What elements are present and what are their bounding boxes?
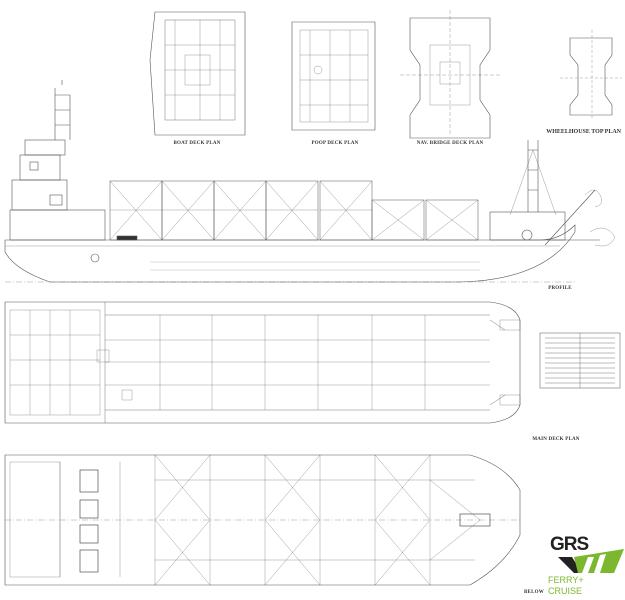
nav-bridge-deck-plan [400,10,500,139]
below-deck-plan-label: BELOW [524,590,544,595]
logo-line2: CRUISE [548,586,583,596]
below-deck-plan [4,454,521,586]
grs-ferry-cruise-logo: GRS FERRY+CRUISE [548,535,624,597]
main-deck-plan [4,301,621,424]
poop-deck-plan [291,21,376,131]
logo-line1: FERRY+ [548,575,584,585]
main-deck-plan-label: MAIN DECK PLAN [532,437,580,442]
logo-brand: GRS [550,534,589,555]
poop-deck-plan-label: POOP DECK PLAN [311,141,359,146]
profile-view [4,80,616,283]
wheelhouse-top-plan-label: WHEELHOUSE TOP PLAN [546,129,621,135]
profile-label: PROFILE [548,286,572,291]
wheelhouse-top-plan [560,30,622,120]
nav-bridge-deck-plan-label: NAV. BRIDGE DECK PLAN [416,141,484,146]
boat-deck-plan [149,11,246,136]
boat-deck-plan-label: BOAT DECK PLAN [173,141,221,146]
